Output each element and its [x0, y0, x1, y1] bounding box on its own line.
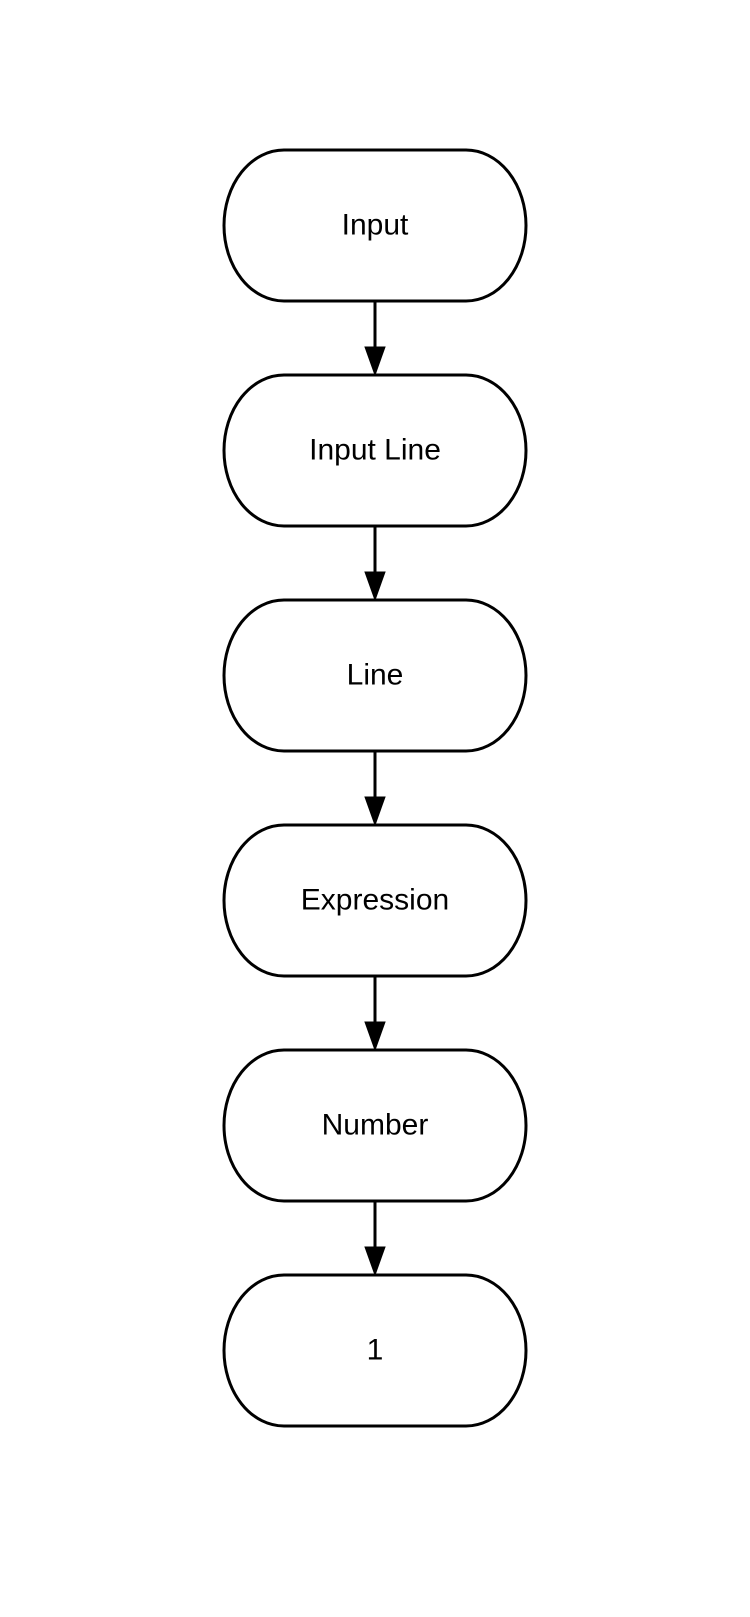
flow-node-shape [222, 148, 528, 303]
arrow-head-icon [364, 1021, 386, 1052]
flow-node-line: Line [222, 598, 528, 753]
arrow-head-icon [364, 796, 386, 827]
flow-edge-number-to-one [364, 1201, 386, 1277]
flow-node-input: Input [222, 148, 528, 303]
flow-node-label: 1 [367, 1333, 384, 1366]
flow-node-shape [222, 1048, 528, 1203]
flow-node-label: Input [342, 208, 409, 241]
flow-edge-input-to-input-line [364, 301, 386, 377]
flow-node-number: Number [222, 1048, 528, 1203]
flow-node-expression: Expression [222, 823, 528, 978]
flow-node-one: 1 [222, 1273, 528, 1428]
flow-node-shape [222, 373, 528, 528]
flow-edge-expression-to-number [364, 976, 386, 1052]
arrow-head-icon [364, 571, 386, 602]
edges-layer [364, 301, 386, 1277]
flow-edge-input-line-to-line [364, 526, 386, 602]
flow-edge-line-to-expression [364, 751, 386, 827]
arrow-head-icon [364, 346, 386, 377]
flow-node-label: Number [322, 1108, 429, 1141]
flow-node-shape [222, 823, 528, 978]
flow-node-label: Input Line [309, 433, 441, 466]
flow-node-label: Line [347, 658, 404, 691]
flow-node-input-line: Input Line [222, 373, 528, 528]
flow-node-shape [222, 598, 528, 753]
arrow-head-icon [364, 1246, 386, 1277]
flow-node-shape [222, 1273, 528, 1428]
flow-node-label: Expression [301, 883, 449, 916]
